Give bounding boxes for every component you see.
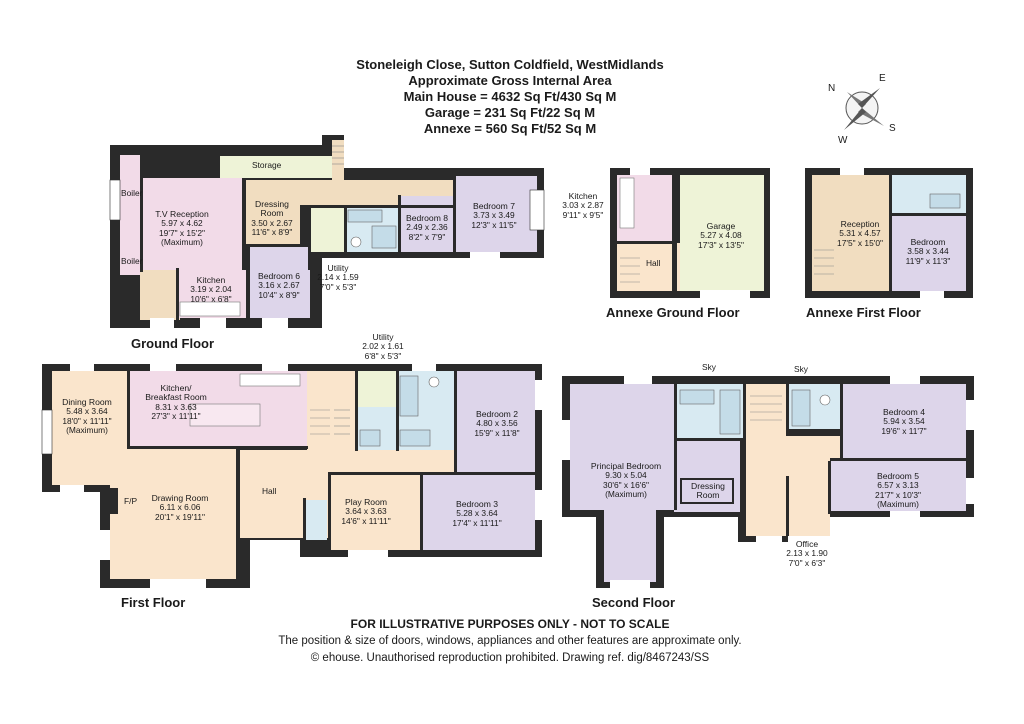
first-floor-hall-label: Hall xyxy=(262,486,277,496)
property-address: Stoneleigh Close, Sutton Coldfield, West… xyxy=(356,57,664,72)
boiler-label-2: Boiler xyxy=(121,256,143,266)
second-floor-plan xyxy=(562,376,974,588)
main-house-area: Main House = 4632 Sq Ft/430 Sq M xyxy=(403,89,617,104)
ground-floor-label: Ground Floor xyxy=(131,336,215,351)
area-title: Approximate Gross Internal Area xyxy=(408,73,612,88)
first-floor-label: First Floor xyxy=(121,595,186,610)
annexe-area: Annexe = 560 Sq Ft/52 Sq M xyxy=(423,121,597,136)
compass-s-label: S xyxy=(889,123,896,134)
compass xyxy=(844,88,884,130)
second-floor-label: Second Floor xyxy=(592,595,676,610)
disclaimer-title: FOR ILLUSTRATIVE PURPOSES ONLY - NOT TO … xyxy=(350,617,670,631)
compass-n-label: N xyxy=(828,83,836,94)
annexe-first-floor-label: Annexe First Floor xyxy=(806,305,921,320)
compass-e-label: E xyxy=(879,73,886,84)
ground-floor-plan xyxy=(109,135,545,328)
first-floor-plan xyxy=(41,364,542,588)
compass-w-label: W xyxy=(838,135,848,146)
boiler-label-1: Boiler xyxy=(121,188,143,198)
annexe-ground-floor-label: Annexe Ground Floor xyxy=(606,305,740,320)
annexe-ground-floor-plan xyxy=(610,168,770,298)
annexe-hall-label: Hall xyxy=(646,258,661,268)
garage-area: Garage = 231 Sq Ft/22 Sq M xyxy=(424,105,596,120)
fireplace-label: F/P xyxy=(124,496,138,506)
skylight-label-2: Sky xyxy=(794,364,808,374)
copyright-text: © ehouse. Unauthorised reproduction proh… xyxy=(310,652,710,664)
annexe-first-floor-plan xyxy=(805,168,973,298)
skylight-label-1: Sky xyxy=(702,362,716,372)
disclaimer-text: The position & size of doors, windows, a… xyxy=(278,635,742,647)
storage-label: Storage xyxy=(252,160,282,170)
